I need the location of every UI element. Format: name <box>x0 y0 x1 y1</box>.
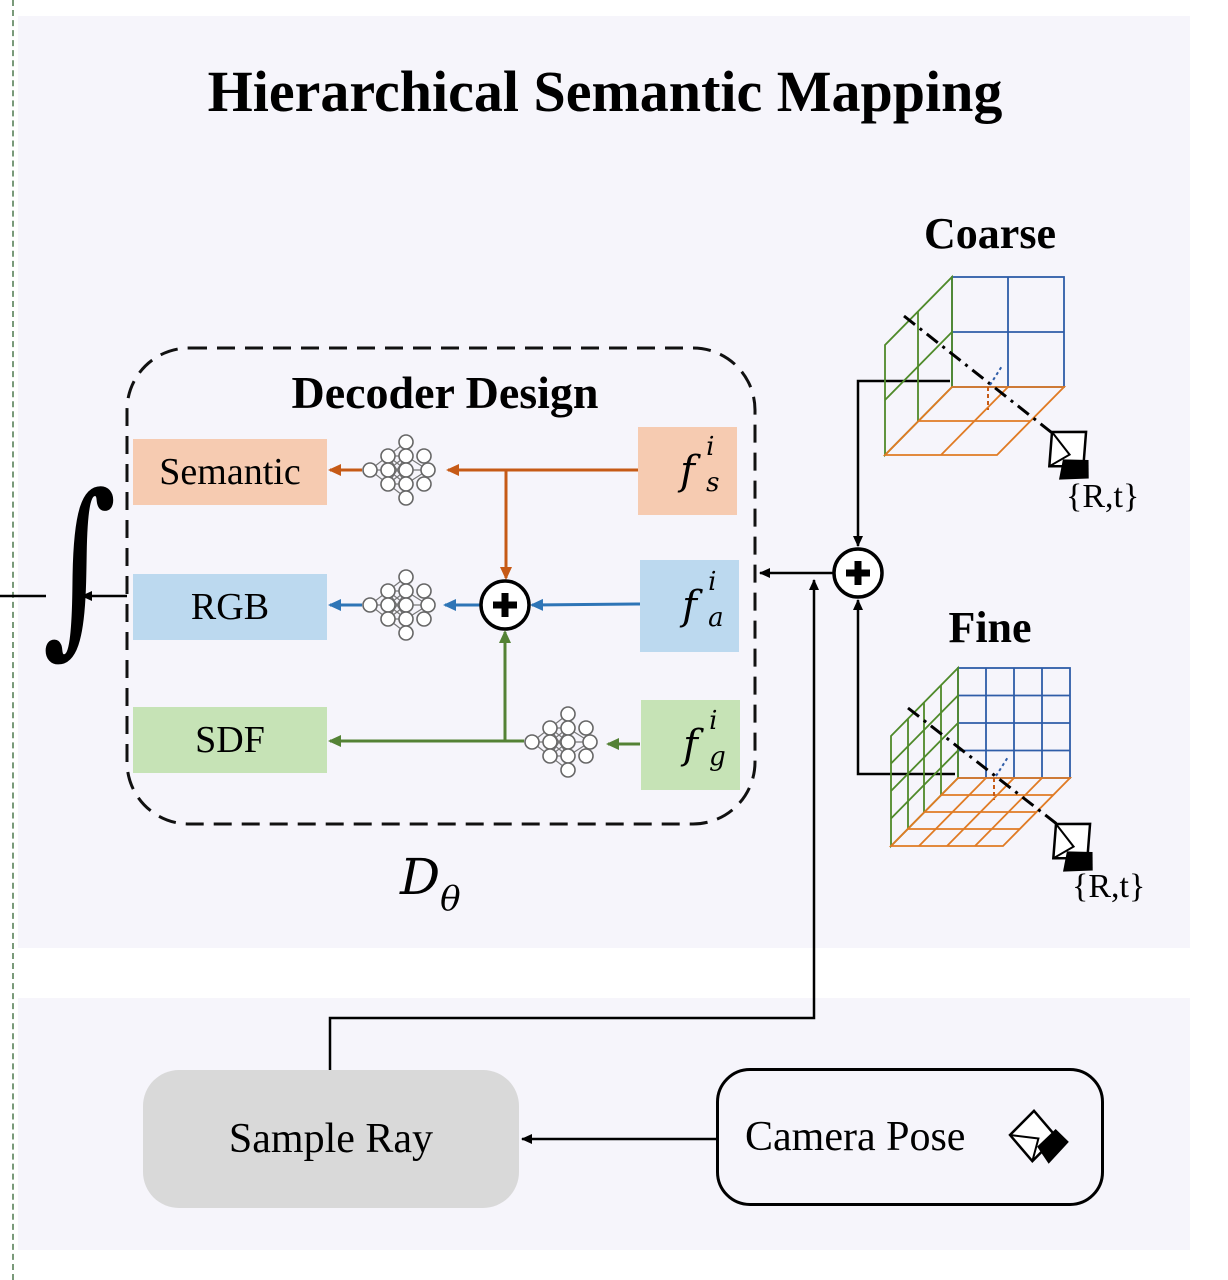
decoder-plus-icon <box>479 579 531 631</box>
coarse-pose-label: {R,t} <box>1066 478 1140 515</box>
coarse-grid-icon <box>882 274 1112 496</box>
geometry-feature-sub: g <box>709 742 726 772</box>
sample-ray-to-decoder-line <box>328 579 819 1070</box>
rgb-label: RGB <box>190 586 270 628</box>
semantic-output-box: Semantic <box>133 439 327 505</box>
geometry-feature-base: f <box>683 722 698 768</box>
camera-pose-box: Camera Pose <box>716 1068 1104 1206</box>
semantic-feature-sup: i <box>706 432 715 462</box>
sample-ray-box: Sample Ray <box>143 1070 519 1208</box>
sdf-output-box: SDF <box>133 707 327 773</box>
semantic-mlp-icon <box>362 434 436 506</box>
fine-label: Fine <box>948 603 1032 652</box>
coarse-label: Coarse <box>924 209 1056 258</box>
camera-pose-label: Camera Pose <box>745 1114 966 1160</box>
fine-pose-label: {R,t} <box>1072 868 1146 905</box>
sdf-mlp-icon <box>524 706 598 778</box>
combine-plus-icon <box>832 547 884 599</box>
fine-grid-icon <box>888 665 1116 888</box>
rgb-feature-line <box>530 598 641 611</box>
coarse-to-combine-line <box>853 379 950 547</box>
page-title: Hierarchical Semantic Mapping <box>207 59 1003 124</box>
decoder-symbol: Dθ <box>400 852 461 916</box>
decoder-symbol-base: D <box>400 848 441 906</box>
appearance-feature-sub: a <box>708 603 724 633</box>
rgb-output-box: RGB <box>133 574 327 640</box>
appearance-feature-sup: i <box>708 567 717 597</box>
semantic-label: Semantic <box>159 451 301 493</box>
semantic-feature-base: f <box>680 448 695 494</box>
left-dashed-divider <box>12 0 14 1280</box>
integral-symbol: ∫ <box>42 454 117 675</box>
geometry-feature-sup: i <box>709 706 718 736</box>
fine-to-combine-line <box>853 599 955 776</box>
semantic-feature-sub: s <box>706 468 720 498</box>
decoder-symbol-sub: θ <box>440 879 461 919</box>
appearance-feature-base: f <box>682 583 697 629</box>
sdf-label: SDF <box>195 719 265 761</box>
sample-ray-label: Sample Ray <box>228 1116 434 1162</box>
rgb-mlp-icon <box>362 569 436 641</box>
decoder-title: Decoder Design <box>291 367 599 418</box>
decoder-container <box>125 346 757 826</box>
